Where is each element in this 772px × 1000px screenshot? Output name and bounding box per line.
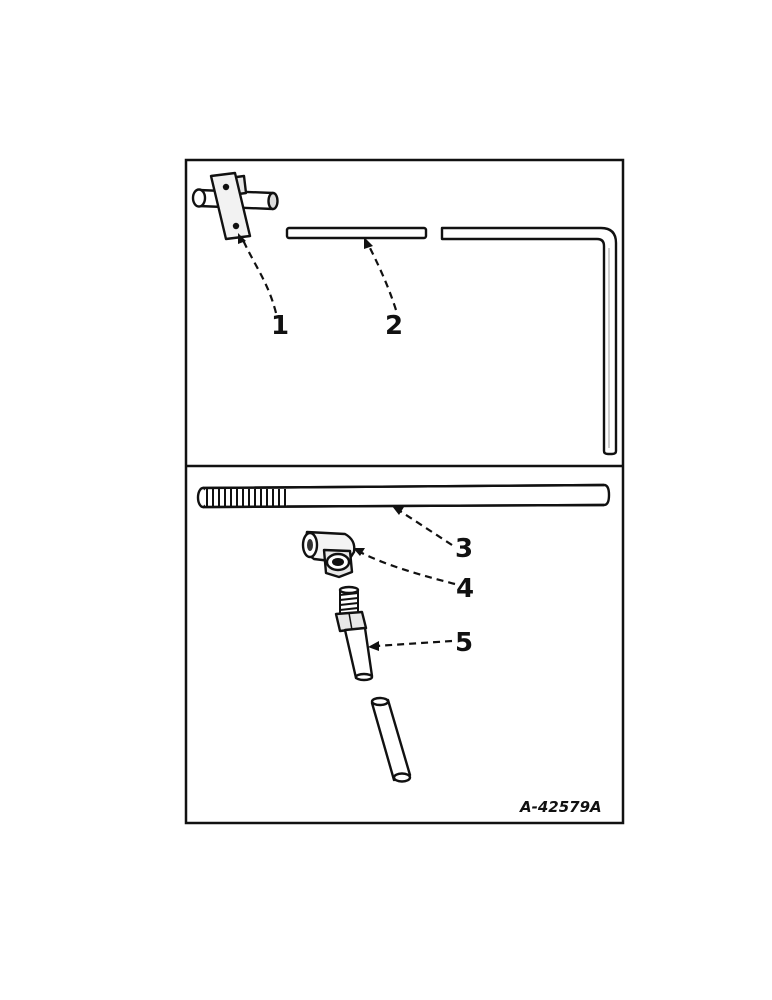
callout-3: 3 [455,534,473,564]
leader-3 [399,510,453,546]
callout-2: 2 [385,311,403,341]
callout-1: 1 [271,311,289,341]
leader-5-arrowhead [368,641,379,651]
leader-1-arrowhead [238,233,246,244]
part-2-rod [285,226,618,456]
callout-4: 4 [456,574,474,604]
diagram-frame [184,158,625,825]
callout-5: 5 [455,628,473,658]
leader-2 [367,243,398,311]
part-3-threaded-rod [196,483,611,509]
figure-id: A-42579A [519,798,602,816]
leader-1 [242,239,278,314]
leader-2-arrowhead [364,237,373,249]
part-1-clamp-bracket [191,171,279,241]
leader-4-arrowhead [353,548,365,556]
leader-5 [375,639,453,648]
part-5-pipe-fitting [334,585,412,783]
part-4-tee-fitting [301,530,356,579]
leader-3-arrowhead [392,506,404,515]
leader-4 [359,551,456,586]
